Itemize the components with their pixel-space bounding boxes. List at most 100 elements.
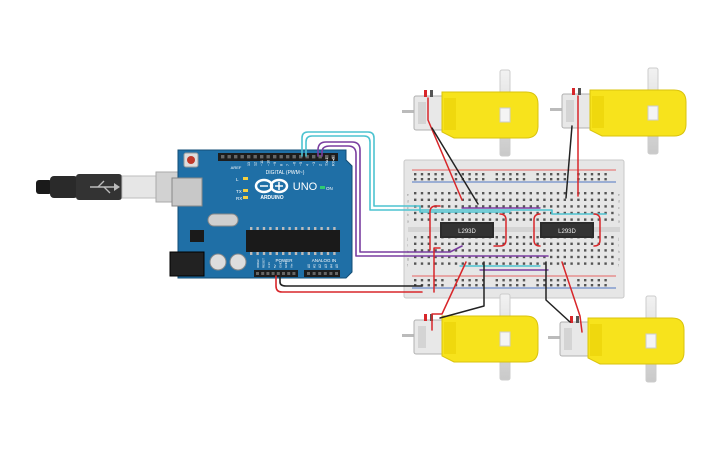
header-hole[interactable] [299, 155, 303, 159]
wire-purple-2[interactable] [321, 145, 549, 257]
header-hole[interactable] [276, 272, 280, 275]
bb-hole[interactable] [488, 211, 492, 215]
wire-red-chip2-left[interactable] [533, 213, 541, 247]
motor-driver-chip-2[interactable]: L293D [540, 222, 594, 238]
bb-hole[interactable] [543, 211, 546, 215]
bb-hole[interactable] [441, 279, 444, 282]
motor-bottom-left[interactable] [402, 293, 539, 381]
motor-top-right[interactable] [550, 67, 687, 155]
bb-hole[interactable] [556, 249, 560, 252]
bb-hole[interactable] [495, 236, 498, 239]
wire-black-gnd[interactable] [279, 275, 423, 287]
bb-hole[interactable] [468, 279, 471, 282]
bb-hole[interactable] [414, 279, 417, 282]
bb-hole[interactable] [434, 242, 437, 245]
bb-hole[interactable] [509, 192, 512, 195]
bb-hole[interactable] [502, 192, 505, 195]
header-hole[interactable] [292, 272, 296, 275]
bb-hole[interactable] [509, 249, 512, 252]
bb-hole[interactable] [577, 218, 580, 221]
bb-hole[interactable] [461, 262, 464, 265]
bb-hole[interactable] [522, 218, 526, 221]
bb-hole[interactable] [536, 279, 539, 282]
bb-hole[interactable] [570, 198, 573, 201]
bb-hole[interactable] [563, 198, 566, 201]
wire-purple-1[interactable] [317, 141, 463, 253]
header-hole[interactable] [261, 272, 265, 275]
bb-hole[interactable] [509, 255, 512, 259]
bb-hole[interactable] [488, 255, 492, 259]
bb-hole[interactable] [563, 192, 566, 195]
bb-hole[interactable] [441, 284, 444, 287]
bb-hole[interactable] [577, 211, 580, 215]
bb-hole[interactable] [502, 249, 505, 252]
bb-hole[interactable] [556, 284, 560, 287]
bb-hole[interactable] [420, 218, 424, 221]
wire-red-5v[interactable] [275, 275, 423, 293]
bb-hole[interactable] [482, 255, 485, 259]
bb-hole[interactable] [461, 242, 464, 245]
wire-red-chip2-right[interactable] [593, 213, 601, 247]
bb-hole[interactable] [556, 205, 560, 208]
bb-hole[interactable] [434, 192, 437, 195]
bb-hole[interactable] [516, 255, 519, 259]
bb-hole[interactable] [611, 255, 614, 259]
bb-hole[interactable] [611, 211, 614, 215]
bb-hole[interactable] [516, 236, 519, 239]
bb-hole[interactable] [475, 178, 478, 181]
bb-hole[interactable] [529, 236, 532, 239]
header-hole[interactable] [318, 272, 322, 275]
bb-hole[interactable] [427, 173, 430, 176]
header-hole[interactable] [318, 155, 322, 159]
bb-hole[interactable] [543, 173, 546, 176]
bb-hole[interactable] [427, 279, 430, 282]
bb-hole[interactable] [475, 192, 478, 195]
bb-hole[interactable] [448, 249, 451, 252]
bb-hole[interactable] [427, 192, 430, 195]
bb-hole[interactable] [441, 249, 444, 252]
bb-hole[interactable] [563, 249, 566, 252]
bb-hole[interactable] [488, 198, 492, 201]
bb-hole[interactable] [577, 262, 580, 265]
bb-hole[interactable] [475, 205, 478, 208]
bb-hole[interactable] [536, 255, 539, 259]
bb-hole[interactable] [570, 255, 573, 259]
header-hole[interactable] [331, 155, 335, 159]
bb-hole[interactable] [570, 211, 573, 215]
bb-hole[interactable] [468, 192, 471, 195]
bb-hole[interactable] [482, 178, 485, 181]
bb-hole[interactable] [597, 279, 600, 282]
bb-hole[interactable] [550, 255, 553, 259]
bb-hole[interactable] [475, 262, 478, 265]
bb-hole[interactable] [495, 255, 498, 259]
bb-hole[interactable] [604, 178, 607, 181]
bb-hole[interactable] [434, 178, 437, 181]
header-hole[interactable] [307, 272, 310, 275]
bb-hole[interactable] [454, 211, 458, 215]
bb-hole[interactable] [441, 178, 444, 181]
bb-hole[interactable] [468, 173, 471, 176]
header-hole[interactable] [227, 155, 231, 159]
wire-red-motor3[interactable] [431, 261, 467, 331]
wire-red-chip1-right[interactable] [493, 213, 507, 247]
bb-hole[interactable] [522, 236, 526, 239]
bb-hole[interactable] [468, 255, 471, 259]
bb-hole[interactable] [536, 262, 539, 265]
bb-hole[interactable] [427, 242, 430, 245]
bb-hole[interactable] [495, 211, 498, 215]
bb-hole[interactable] [502, 236, 505, 239]
bb-hole[interactable] [502, 205, 505, 208]
bb-hole[interactable] [604, 279, 607, 282]
bb-hole[interactable] [590, 249, 594, 252]
bb-hole[interactable] [556, 242, 560, 245]
bb-hole[interactable] [488, 218, 492, 221]
bb-hole[interactable] [441, 211, 444, 215]
bb-hole[interactable] [611, 198, 614, 201]
bb-hole[interactable] [590, 178, 594, 181]
header-hole[interactable] [271, 272, 275, 275]
bb-hole[interactable] [434, 198, 437, 201]
bb-hole[interactable] [509, 205, 512, 208]
bb-hole[interactable] [611, 236, 614, 239]
bb-hole[interactable] [434, 218, 437, 221]
bb-hole[interactable] [475, 211, 478, 215]
